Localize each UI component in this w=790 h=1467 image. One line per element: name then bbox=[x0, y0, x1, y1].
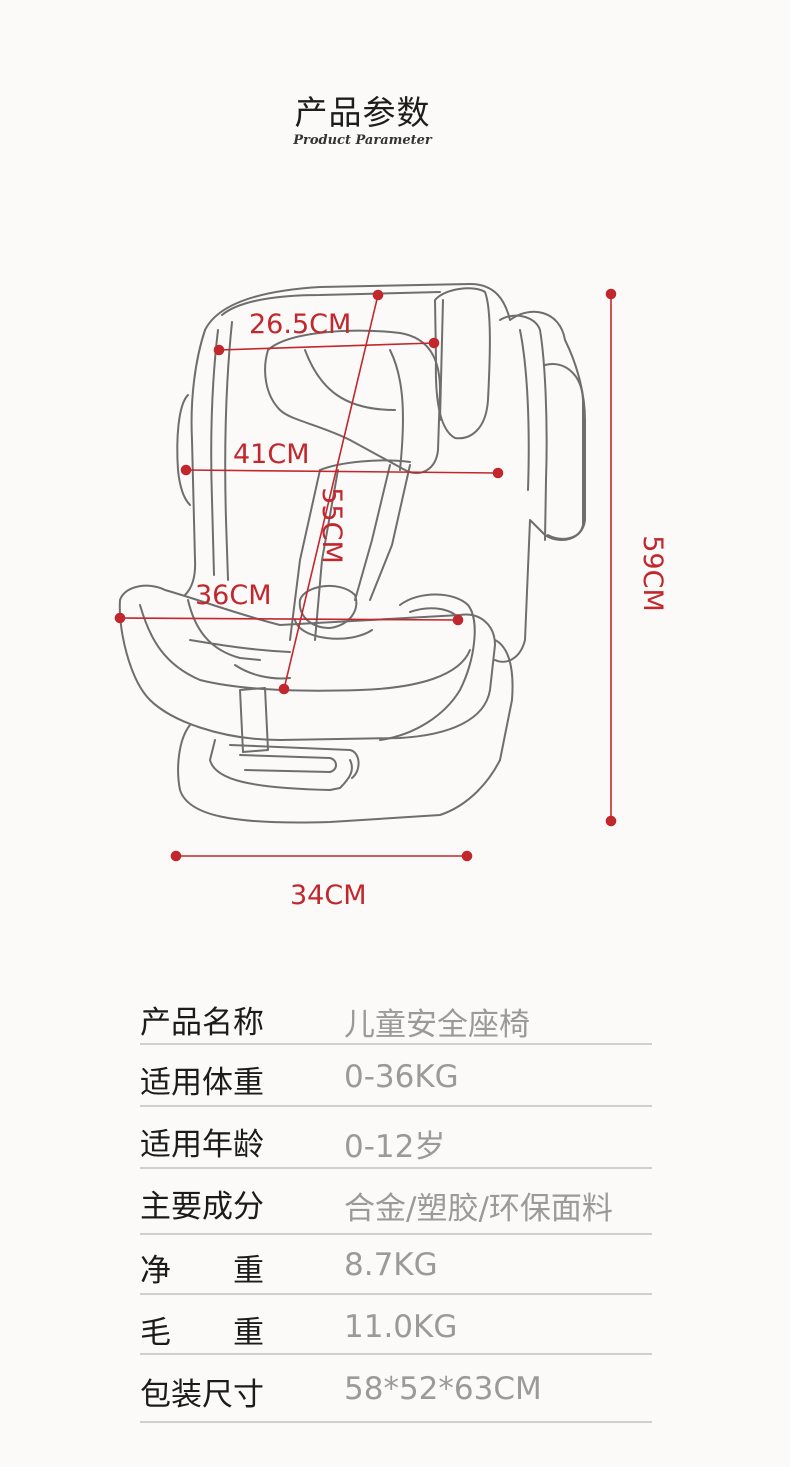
back-height-label: 55CM bbox=[315, 487, 347, 564]
spec-row: 毛 重 11.0KG bbox=[140, 1295, 652, 1355]
spec-label: 毛 重 bbox=[140, 1315, 264, 1351]
shoulder-width-line bbox=[185, 469, 499, 474]
car-seat-line-art bbox=[118, 283, 586, 824]
spec-row: 主要成分 合金/塑胶/环保面料 bbox=[140, 1169, 652, 1235]
spec-row: 产品名称 儿童安全座椅 bbox=[140, 985, 652, 1045]
page-title: 产品参数 bbox=[294, 93, 431, 132]
total-height-label: 59CM bbox=[636, 535, 668, 612]
spec-label: 包装尺寸 bbox=[140, 1377, 264, 1413]
spec-label: 适用体重 bbox=[140, 1065, 264, 1101]
spec-label: 适用年龄 bbox=[140, 1127, 264, 1163]
dimension-dot bbox=[278, 683, 290, 695]
spec-row: 适用年龄 0-12岁 bbox=[140, 1107, 652, 1169]
dimension-dot bbox=[180, 464, 192, 476]
headrest-width-label: 26.5CM bbox=[249, 309, 352, 340]
car-seat-illustration bbox=[114, 283, 617, 862]
spec-table: 产品名称 儿童安全座椅 适用体重 0-36KG 适用年龄 0-12岁 主要成分 … bbox=[140, 985, 652, 1423]
back-height-line bbox=[283, 294, 379, 690]
dimension-dot bbox=[213, 344, 225, 356]
spec-value: 58*52*63CM bbox=[344, 1371, 542, 1407]
dimension-dot bbox=[170, 850, 182, 862]
seat-width-line bbox=[119, 617, 459, 621]
spec-value: 儿童安全座椅 bbox=[344, 1007, 530, 1043]
spec-label: 产品名称 bbox=[140, 1005, 264, 1041]
base-width-label: 34CM bbox=[290, 880, 367, 911]
spec-value: 8.7KG bbox=[344, 1247, 438, 1283]
spec-label: 主要成分 bbox=[140, 1189, 264, 1225]
spec-value: 0-12岁 bbox=[344, 1129, 446, 1165]
spec-row: 包装尺寸 58*52*63CM bbox=[140, 1355, 652, 1423]
spec-label: 净 重 bbox=[140, 1253, 264, 1289]
dimension-dot bbox=[452, 614, 464, 626]
spec-value: 0-36KG bbox=[344, 1059, 459, 1095]
dimension-dot bbox=[605, 288, 617, 300]
dimension-dot bbox=[461, 850, 473, 862]
dimension-lines bbox=[114, 288, 617, 862]
headrest-width-line bbox=[218, 342, 435, 351]
spec-value: 合金/塑胶/环保面料 bbox=[344, 1191, 613, 1227]
dimension-dot bbox=[492, 467, 504, 479]
spec-row: 净 重 8.7KG bbox=[140, 1235, 652, 1295]
spec-row: 适用体重 0-36KG bbox=[140, 1045, 652, 1107]
shoulder-width-label: 41CM bbox=[233, 439, 310, 470]
dimension-dot bbox=[114, 612, 126, 624]
dimension-dot bbox=[428, 337, 440, 349]
page-subtitle: Product Parameter bbox=[293, 133, 432, 148]
dimension-dot bbox=[372, 289, 384, 301]
seat-width-label: 36CM bbox=[195, 580, 272, 611]
dimension-dot bbox=[605, 815, 617, 827]
spec-value: 11.0KG bbox=[344, 1309, 458, 1345]
